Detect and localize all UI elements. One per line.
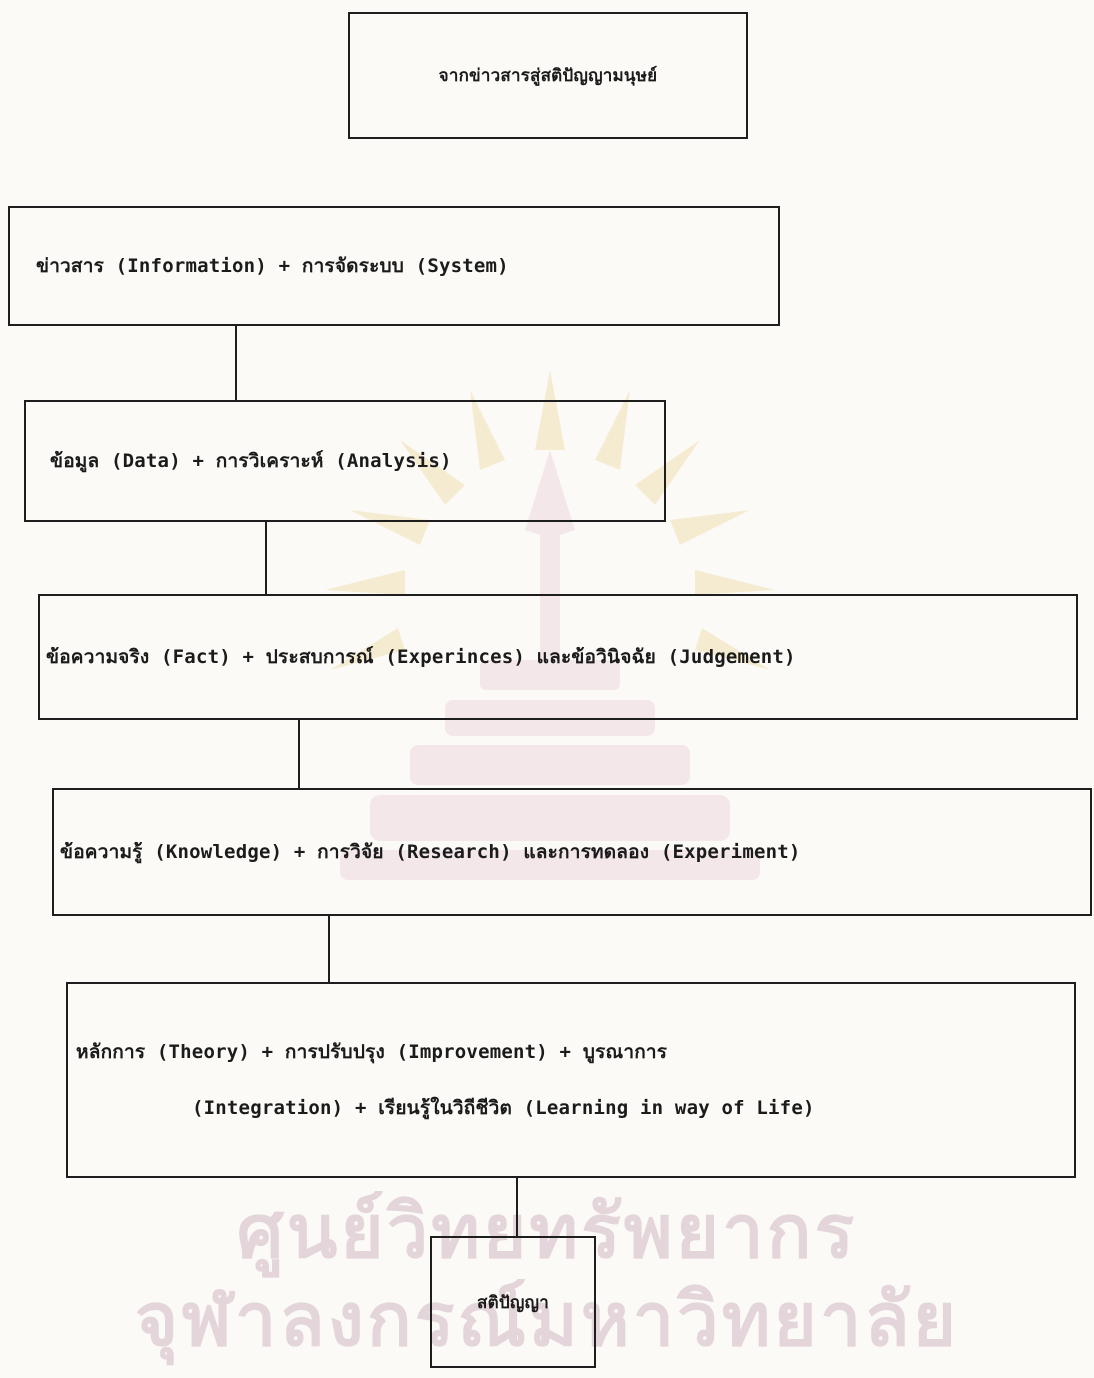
step-information-text: ข่าวสาร (Information) + การจัดระบบ (Syst… <box>36 255 509 277</box>
step-theory-text-line1: หลักการ (Theory) + การปรับปรุง (Improvem… <box>76 1041 668 1063</box>
title-box-text: จากข่าวสารสู่สติปัญญามนุษย์ <box>438 66 658 86</box>
connector-line <box>235 326 237 401</box>
step-data-box: ข้อมูล (Data) + การวิเคราะห์ (Analysis) <box>24 400 666 522</box>
step-data-text: ข้อมูล (Data) + การวิเคราะห์ (Analysis) <box>50 450 452 472</box>
result-box: สติปัญญา <box>430 1236 596 1368</box>
step-knowledge-text: ข้อความรู้ (Knowledge) + การวิจัย (Resea… <box>60 841 801 863</box>
step-knowledge-box: ข้อความรู้ (Knowledge) + การวิจัย (Resea… <box>52 788 1092 916</box>
connector-line <box>265 522 267 595</box>
step-information-box: ข่าวสาร (Information) + การจัดระบบ (Syst… <box>8 206 780 326</box>
step-fact-box: ข้อความจริง (Fact) + ประสบการณ์ (Experin… <box>38 594 1078 720</box>
step-theory-box: หลักการ (Theory) + การปรับปรุง (Improvem… <box>66 982 1076 1178</box>
title-box: จากข่าวสารสู่สติปัญญามนุษย์ <box>348 12 748 139</box>
connector-line <box>298 720 300 788</box>
step-theory-text-line2: (Integration) + เรียนรู้ในวิถีชีวิต (Lea… <box>192 1097 815 1119</box>
connector-line <box>328 916 330 982</box>
result-box-text: สติปัญญา <box>477 1292 549 1313</box>
connector-line <box>516 1178 518 1236</box>
step-fact-text: ข้อความจริง (Fact) + ประสบการณ์ (Experin… <box>46 646 796 668</box>
